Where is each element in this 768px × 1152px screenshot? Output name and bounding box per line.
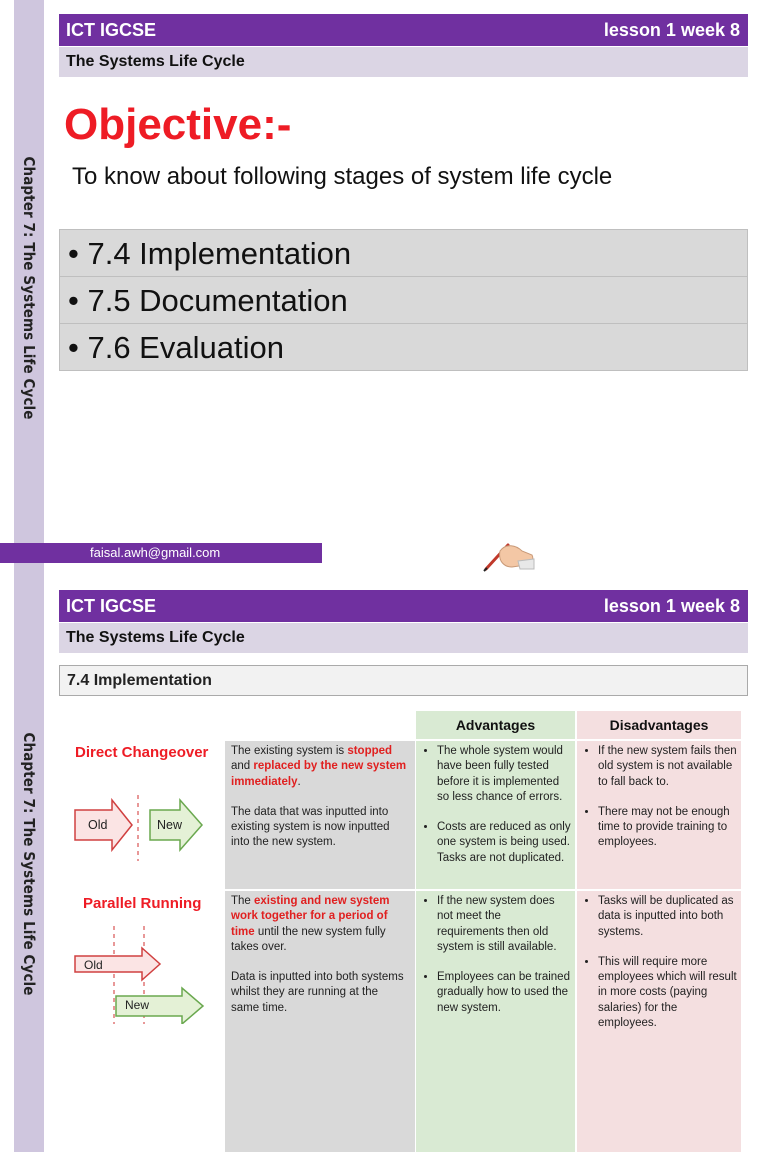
new-system-label: New	[125, 998, 150, 1012]
desc-text: and	[231, 760, 254, 773]
advantages-header: Advantages	[416, 711, 575, 739]
topic-title: The Systems Life Cycle	[66, 53, 245, 70]
description-cell: The existing and new system work togethe…	[225, 891, 415, 1152]
slide-objectives: Chapter 7: The Systems Life Cycle ICT IG…	[0, 0, 748, 576]
disadvantages-cell: Tasks will be duplicated as data is inpu…	[577, 891, 741, 1152]
email-text: faisal.awh@gmail.com	[90, 545, 221, 560]
desc-text: The	[231, 895, 255, 907]
writing-hand-icon	[483, 543, 535, 572]
old-system-label: Old	[84, 958, 103, 972]
chapter-label: Chapter 7: The Systems Life Cycle	[20, 156, 38, 420]
advantage-item: Employees can be trained gradually how t…	[437, 970, 571, 1016]
stage-list: • 7.4 Implementation • 7.5 Documentation…	[59, 229, 748, 371]
disadvantage-item: If the new system fails then old system …	[598, 744, 737, 790]
slide-implementation: Chapter 7: The Systems Life Cycle ICT IG…	[0, 576, 768, 1152]
desc-highlight: replaced by the new system immediately	[231, 760, 407, 788]
advantage-item: The whole system would have been fully t…	[437, 744, 571, 805]
topic-title: The Systems Life Cycle	[66, 629, 245, 646]
desc-text: until the new system fully takes over.	[231, 925, 386, 953]
desc-highlight: existing and new system work together fo…	[231, 895, 390, 938]
new-system-label: New	[157, 818, 183, 832]
desc-text: .	[297, 775, 301, 788]
section-heading: 7.4 Implementation	[59, 665, 748, 696]
desc-paragraph: Data is inputted into both systems whils…	[231, 971, 404, 1014]
header-bar: ICT IGCSE lesson 1 week 8	[59, 590, 748, 622]
course-title: ICT IGCSE	[66, 20, 157, 40]
stage-item: • 7.4 Implementation	[59, 229, 748, 277]
desc-text: The existing system is	[231, 745, 348, 757]
disadvantages-cell: If the new system fails then old system …	[577, 741, 741, 889]
disadvantages-header: Disadvantages	[577, 711, 741, 739]
parallel-running-diagram	[74, 926, 205, 1024]
chapter-label: Chapter 7: The Systems Life Cycle	[20, 732, 38, 996]
advantage-item: Costs are reduced as only one system is …	[437, 820, 571, 866]
disadvantage-item: This will require more employees which w…	[598, 955, 737, 1031]
direct-changeover-diagram	[74, 795, 203, 861]
desc-highlight: stopped	[347, 745, 393, 757]
disadvantage-item: Tasks will be duplicated as data is inpu…	[598, 894, 737, 940]
intro-text: To know about following stages of system…	[72, 163, 613, 190]
advantages-cell: If the new system does not meet the requ…	[416, 891, 575, 1152]
subheader: The Systems Life Cycle	[59, 623, 748, 653]
lesson-label: lesson 1 week 8	[603, 20, 740, 40]
objective-heading: Objective:-	[64, 100, 292, 149]
side-strip	[14, 0, 44, 576]
old-system-label: Old	[88, 818, 108, 832]
advantage-item: If the new system does not meet the requ…	[437, 894, 571, 955]
advantages-cell: The whole system would have been fully t…	[416, 741, 575, 889]
stage-item: • 7.6 Evaluation	[59, 323, 748, 371]
desc-paragraph: The data that was inputted into existing…	[231, 805, 390, 849]
subheader: The Systems Life Cycle	[59, 47, 748, 77]
method-title-direct-changeover: Direct Changeover	[75, 744, 209, 761]
course-title: ICT IGCSE	[66, 596, 157, 616]
stage-item: • 7.5 Documentation	[59, 276, 748, 324]
email-bar: faisal.awh@gmail.com	[0, 543, 322, 563]
method-title-parallel-running: Parallel Running	[83, 895, 202, 912]
disadvantage-item: There may not be enough time to provide …	[598, 805, 737, 851]
header-bar: ICT IGCSE lesson 1 week 8	[59, 14, 748, 46]
lesson-label: lesson 1 week 8	[603, 596, 740, 616]
description-cell: The existing system is stopped and repla…	[225, 741, 415, 889]
